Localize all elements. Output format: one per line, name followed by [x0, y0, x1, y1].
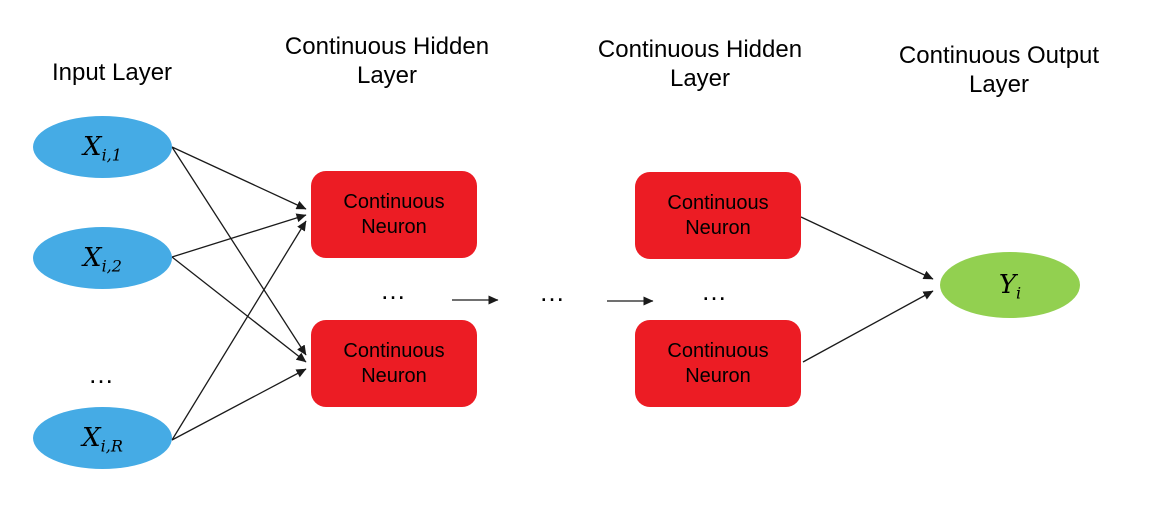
input-node-label: Xi,2	[83, 243, 122, 276]
input-node-x-i-r: Xi,R	[33, 407, 172, 469]
neuron-label: Continuous Neuron	[667, 191, 769, 239]
mid-ellipsis: …	[539, 277, 567, 307]
input-node-x-i-1: Xi,1	[33, 116, 172, 178]
hidden1-neuron-top: Continuous Neuron	[311, 171, 477, 258]
hidden-layer-1-title: Continuous Hidden Layer	[284, 33, 490, 89]
edge-x1-to-neuron2	[171, 146, 307, 356]
edge-xr-to-neuron1	[171, 220, 307, 441]
input-node-x-i-2: Xi,2	[33, 227, 172, 289]
hidden-layer-2-title: Continuous Hidden Layer	[597, 36, 803, 92]
input-layer-ellipsis: …	[88, 359, 116, 389]
hidden2-neuron-top: Continuous Neuron	[635, 172, 801, 259]
neuron-label: Continuous Neuron	[343, 190, 445, 238]
edge-x1-to-neuron1	[171, 146, 307, 210]
edge-x2-to-neuron1	[171, 213, 307, 258]
edge-neuron4-to-output	[802, 290, 934, 363]
input-node-label: Xi,1	[83, 132, 122, 165]
hidden1-neuron-bottom: Continuous Neuron	[311, 320, 477, 407]
neuron-label: Continuous Neuron	[667, 339, 769, 387]
edge-neuron3-to-output	[800, 216, 934, 280]
hidden-layer-1-ellipsis: …	[380, 275, 408, 305]
input-layer-title: Input Layer	[51, 59, 173, 86]
hidden2-neuron-bottom: Continuous Neuron	[635, 320, 801, 407]
output-node-label: Yi	[998, 270, 1022, 303]
neuron-label: Continuous Neuron	[343, 339, 445, 387]
output-layer-title: Continuous Output Layer	[898, 42, 1100, 98]
edge-xr-to-neuron2	[171, 368, 307, 441]
edge-x2-to-neuron2	[171, 256, 307, 363]
input-node-label: Xi,R	[82, 423, 123, 456]
hidden-layer-2-ellipsis: …	[701, 276, 729, 306]
output-node-y-i: Yi	[940, 252, 1080, 318]
